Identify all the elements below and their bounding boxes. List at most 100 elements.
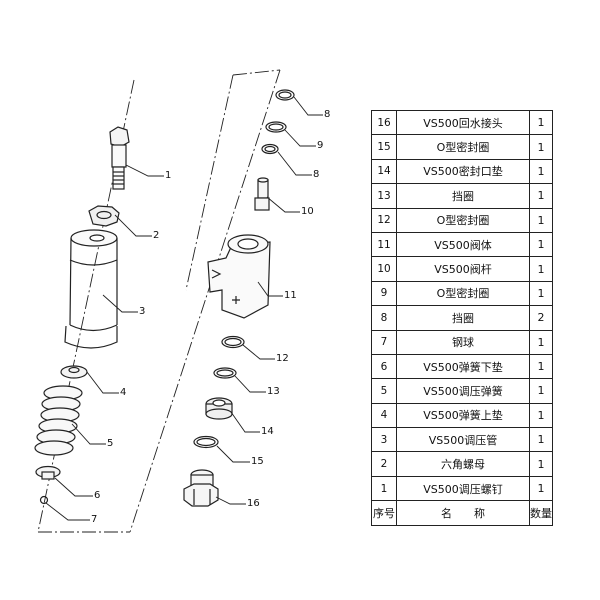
part-11-valve-body (207, 234, 271, 319)
row-qty: 1 (529, 134, 553, 160)
part-14-seal-pad (205, 397, 233, 420)
row-name: O型密封圈 (396, 134, 530, 160)
part-12-o-ring (221, 335, 245, 349)
row-no: 8 (371, 305, 397, 331)
row-no: 4 (371, 402, 397, 429)
row-no: 9 (371, 280, 397, 307)
row-no: 12 (371, 207, 397, 233)
row-name: 挡圈 (396, 305, 530, 331)
callout-number: 15 (251, 456, 264, 467)
callout-number: 2 (153, 230, 159, 241)
row-qty: 1 (529, 329, 553, 355)
part-8-ring-top (275, 89, 295, 101)
row-no: 7 (371, 329, 397, 355)
row-no: 1 (371, 475, 397, 502)
part-3-tube (64, 229, 118, 349)
callout-number: 1 (165, 170, 171, 181)
callout-number: 10 (301, 206, 314, 217)
part-16-return-joint (183, 469, 219, 507)
part-10-valve-stem (254, 177, 270, 211)
row-no: 6 (371, 353, 397, 380)
row-qty: 1 (529, 378, 553, 404)
callout-number: 11 (284, 290, 297, 301)
part-13-ring (213, 367, 237, 379)
part-2-hex-nut (88, 205, 120, 227)
header-no: 序号 (371, 500, 397, 526)
row-no: 16 (371, 109, 397, 136)
row-qty: 1 (529, 256, 553, 282)
callout-number: 7 (91, 514, 97, 525)
row-qty: 1 (529, 280, 553, 307)
row-qty: 2 (529, 305, 553, 331)
row-name: VS500阀体 (396, 231, 530, 258)
callout-number: 6 (94, 490, 100, 501)
row-name: 钢球 (396, 329, 530, 355)
row-name: VS500弹簧上垫 (396, 402, 530, 429)
part-8-ring-bottom (261, 143, 279, 155)
part-4-upper-seat (60, 365, 88, 379)
row-qty: 1 (529, 451, 553, 477)
row-name: VS500调压弹簧 (396, 378, 530, 404)
part-7-steel-ball (39, 495, 49, 505)
row-qty: 1 (529, 402, 553, 429)
callout-number: 8 (313, 169, 319, 180)
row-qty: 1 (529, 207, 553, 233)
row-name: VS500密封口垫 (396, 158, 530, 185)
row-no: 13 (371, 183, 397, 209)
part-9-o-ring (265, 121, 287, 133)
row-qty: 1 (529, 231, 553, 258)
table-header-row: 序号 名 称 数量 (371, 500, 553, 526)
header-qty: 数量 (529, 500, 553, 526)
row-name: 挡圈 (396, 183, 530, 209)
callout-number: 5 (107, 438, 113, 449)
callout-number: 14 (261, 426, 274, 437)
row-qty: 1 (529, 158, 553, 185)
row-no: 3 (371, 427, 397, 453)
row-no: 10 (371, 256, 397, 282)
part-15-o-ring (193, 435, 219, 449)
row-qty: 1 (529, 475, 553, 502)
row-qty: 1 (529, 183, 553, 209)
row-name: O型密封圈 (396, 207, 530, 233)
row-qty: 1 (529, 427, 553, 453)
row-name: VS500调压管 (396, 427, 530, 453)
row-name: VS500弹簧下垫 (396, 353, 530, 380)
callout-number: 9 (317, 140, 323, 151)
row-qty: 1 (529, 109, 553, 136)
row-qty: 1 (529, 353, 553, 380)
row-name: 六角螺母 (396, 451, 530, 477)
row-name: VS500阀杆 (396, 256, 530, 282)
part-6-lower-seat (35, 465, 61, 480)
callout-number: 13 (267, 386, 280, 397)
row-no: 15 (371, 134, 397, 160)
row-name: O型密封圈 (396, 280, 530, 307)
callout-number: 4 (120, 387, 126, 398)
part-1-screw (109, 126, 130, 190)
right-centerline (129, 69, 281, 533)
row-name: VS500回水接头 (396, 109, 530, 136)
callout-number: 8 (324, 109, 330, 120)
row-no: 5 (371, 378, 397, 404)
part-5-spring (34, 385, 83, 456)
row-no: 14 (371, 158, 397, 185)
row-no: 11 (371, 231, 397, 258)
